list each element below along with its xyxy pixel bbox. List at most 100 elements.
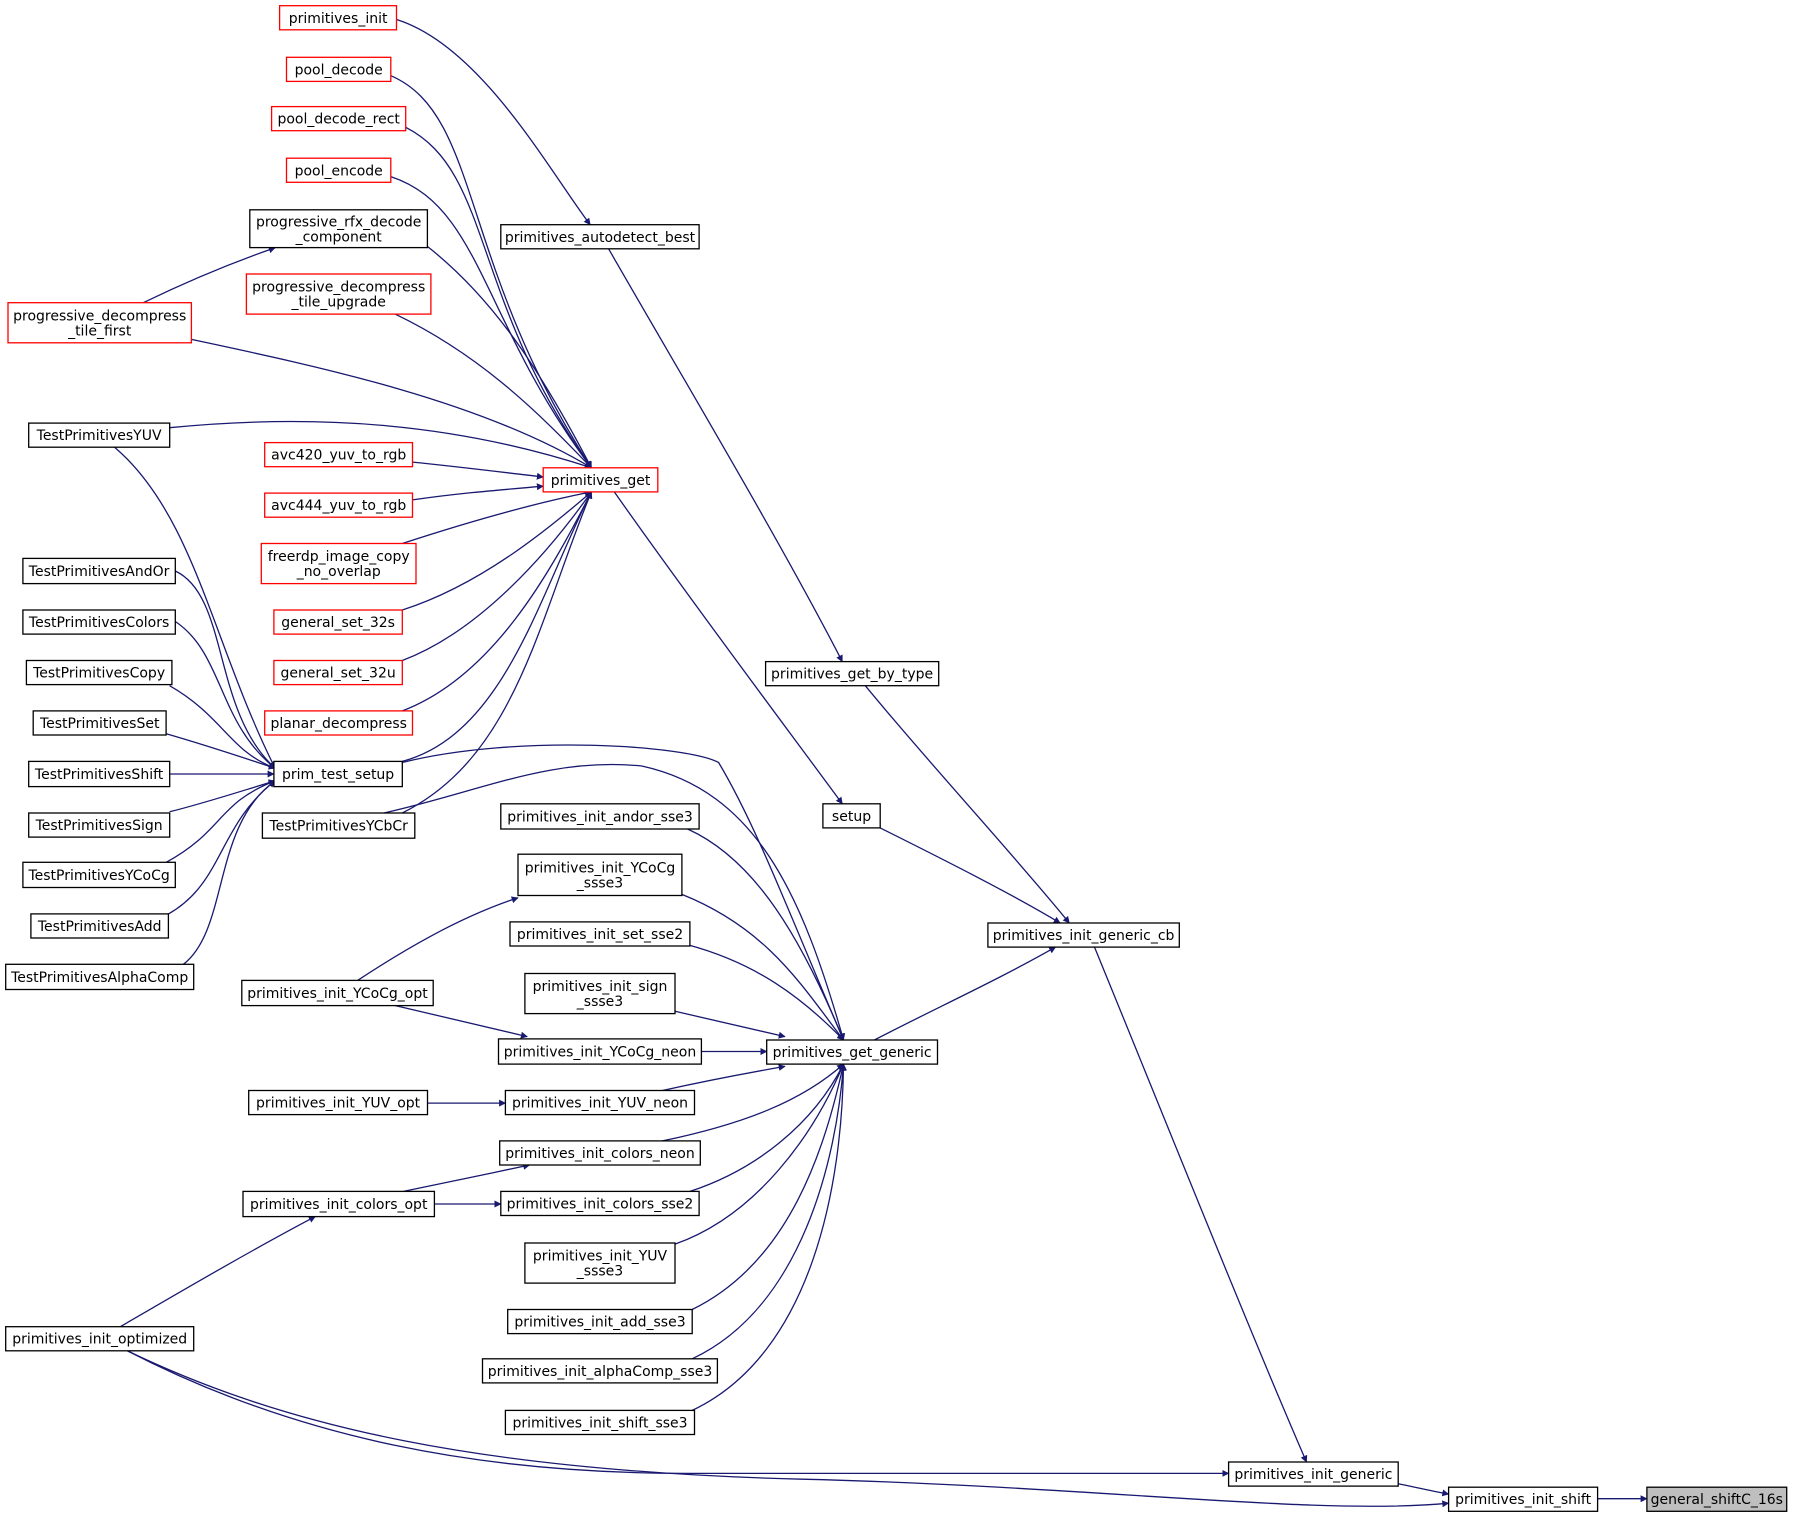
edge-primitives_init_optimized-to-primitives_init_generic [126, 1350, 1230, 1477]
node-box [500, 1190, 700, 1217]
edge-primitives_init_generic-to-primitives_init_shift [1398, 1483, 1450, 1497]
node-label: primitives_init_shift [1455, 1492, 1592, 1508]
node-TestPrimitivesSet[interactable]: TestPrimitivesSet [32, 710, 167, 736]
node-general_shiftC_16s: general_shiftC_16s [1646, 1486, 1788, 1512]
node-planar_decompress[interactable]: planar_decompress [264, 710, 414, 736]
edge-pool_decode-to-primitives_get [390, 75, 592, 469]
node-pool_decode_rect[interactable]: pool_decode_rect [270, 105, 407, 132]
node-primitives_init_colors_sse2[interactable]: primitives_init_colors_sse2 [500, 1190, 700, 1217]
node-box [32, 710, 167, 736]
node-box [499, 1140, 701, 1166]
node-primitives_init_optimized[interactable]: primitives_init_optimized [5, 1326, 195, 1352]
node-primitives_init_andor_sse3[interactable]: primitives_init_andor_sse3 [500, 803, 700, 830]
edge-planar_decompress-to-primitives_get [402, 491, 592, 712]
node-primitives_init_shift[interactable]: primitives_init_shift [1447, 1486, 1599, 1512]
node-label: avc420_yuv_to_rgb [271, 448, 406, 464]
edge-primitives_init_colors_opt-to-primitives_init_colors_neon [403, 1162, 531, 1193]
node-label: _ssse3 [576, 994, 623, 1010]
edge-primitives_init_YUV_neon-to-primitives_get_generic [662, 1064, 786, 1092]
edge-primitives_init_shift_sse3-to-primitives_get_generic [691, 1063, 847, 1411]
node-pool_decode[interactable]: pool_decode [285, 56, 392, 83]
edge-TestPrimitivesSet-to-prim_test_setup [166, 733, 276, 770]
node-avc444_yuv_to_rgb[interactable]: avc444_yuv_to_rgb [264, 492, 414, 518]
node-primitives_init_YCoCg_neon[interactable]: primitives_init_YCoCg_neon [497, 1038, 703, 1065]
node-TestPrimitivesAdd[interactable]: TestPrimitivesAdd [30, 913, 170, 939]
edge-TestPrimitivesYCoCg-to-prim_test_setup [165, 779, 276, 863]
node-primitives_init_shift_sse3[interactable]: primitives_init_shift_sse3 [504, 1409, 696, 1436]
node-freerdp_image_copy_no_overlap[interactable]: freerdp_image_copy_no_overlap [260, 542, 417, 585]
node-TestPrimitivesSign[interactable]: TestPrimitivesSign [28, 812, 171, 838]
node-primitives_init_colors_neon[interactable]: primitives_init_colors_neon [499, 1140, 701, 1166]
node-general_set_32u[interactable]: general_set_32u [273, 659, 403, 686]
edge-progressive_rfx_decode_component-to-primitives_get [427, 245, 592, 469]
node-TestPrimitivesAlphaComp[interactable]: TestPrimitivesAlphaComp [5, 963, 195, 991]
node-progressive_rfx_decode_component[interactable]: progressive_rfx_decode_component [249, 209, 429, 249]
node-progressive_decompress_tile_first[interactable]: progressive_decompress_tile_first [7, 302, 193, 344]
node-label: primitives_init_set_sse2 [517, 927, 683, 943]
node-box [1227, 1461, 1399, 1487]
edge-progressive_decompress_tile_upgrade-to-primitives_get [395, 313, 592, 469]
node-primitives_init_YUV_neon[interactable]: primitives_init_YUV_neon [504, 1089, 696, 1116]
node-box [285, 56, 392, 83]
edge-pool_decode_rect-to-primitives_get [405, 126, 592, 469]
node-label: primitives_init_add_sse3 [514, 1315, 685, 1331]
node-label: planar_decompress [270, 716, 407, 732]
nodes-layer: general_shiftC_16s primitives_init_shift p… [5, 5, 1788, 1512]
node-TestPrimitivesShift[interactable]: TestPrimitivesShift [28, 760, 171, 788]
node-label: primitives_init_YUV_opt [256, 1096, 421, 1112]
node-general_set_32s[interactable]: general_set_32s [273, 609, 403, 635]
node-primitives_init_YUV_opt[interactable]: primitives_init_YUV_opt [248, 1089, 429, 1116]
edge-primitives_init_generic_cb-to-primitives_init_generic [1093, 946, 1308, 1463]
node-box [28, 422, 171, 448]
node-prim_test_setup[interactable]: prim_test_setup [273, 760, 403, 788]
node-primitives_autodetect_best[interactable]: primitives_autodetect_best [500, 224, 700, 250]
node-setup[interactable]: setup [822, 803, 881, 829]
node-box [264, 710, 414, 736]
node-primitives_init_sign_ssse3[interactable]: primitives_init_sign_ssse3 [524, 972, 676, 1015]
node-label: primitives_init_generic [1234, 1467, 1392, 1483]
edge-setup-to-primitives_init_generic_cb [879, 827, 1061, 924]
node-primitives_get[interactable]: primitives_get [542, 467, 659, 493]
edge-primitives_autodetect_best-to-primitives_get_by_type [608, 248, 843, 663]
node-box [517, 853, 683, 897]
node-primitives_init_colors_opt[interactable]: primitives_init_colors_opt [242, 1190, 436, 1218]
node-label: _tile_upgrade [291, 295, 386, 311]
node-label: setup [832, 809, 871, 825]
node-label: primitives_init_colors_opt [250, 1197, 428, 1213]
node-primitives_get_by_type[interactable]: primitives_get_by_type [764, 660, 940, 687]
edge-TestPrimitivesYCbCr-to-primitives_get [402, 491, 593, 814]
node-box [245, 273, 432, 315]
node-TestPrimitivesAndOr[interactable]: TestPrimitivesAndOr [22, 557, 176, 585]
node-label: TestPrimitivesYCoCg [27, 868, 169, 884]
node-primitives_get_generic[interactable]: primitives_get_generic [766, 1039, 939, 1065]
node-primitives_init_generic[interactable]: primitives_init_generic [1227, 1461, 1399, 1487]
edge-general_set_32u-to-primitives_get [402, 491, 592, 662]
node-label: TestPrimitivesAdd [37, 919, 162, 935]
node-primitives_init_add_sse3[interactable]: primitives_init_add_sse3 [507, 1308, 693, 1335]
node-box [5, 1326, 195, 1352]
node-primitives_init_YCoCg_opt[interactable]: primitives_init_YCoCg_opt [241, 979, 434, 1007]
node-TestPrimitivesColors[interactable]: TestPrimitivesColors [22, 609, 176, 635]
edge-primitives_init_optimized-to-primitives_init_colors_opt [119, 1216, 316, 1328]
node-label: primitives_get_by_type [771, 667, 933, 683]
node-primitives_init_alphaComp_sse3[interactable]: primitives_init_alphaComp_sse3 [481, 1358, 719, 1384]
edge-general_set_32s-to-primitives_get [402, 491, 592, 611]
node-progressive_decompress_tile_upgrade[interactable]: progressive_decompress_tile_upgrade [245, 273, 432, 315]
node-TestPrimitivesYUV[interactable]: TestPrimitivesYUV [28, 422, 171, 448]
node-primitives_init[interactable]: primitives_init [278, 5, 398, 31]
node-primitives_init_YCoCg_ssse3[interactable]: primitives_init_YCoCg_ssse3 [517, 853, 683, 897]
node-pool_encode[interactable]: pool_encode [285, 157, 392, 183]
node-label: TestPrimitivesColors [28, 615, 169, 631]
node-primitives_init_set_sse2[interactable]: primitives_init_set_sse2 [509, 921, 691, 947]
node-avc420_yuv_to_rgb[interactable]: avc420_yuv_to_rgb [264, 441, 414, 468]
edge-primitives_init_colors_neon-to-primitives_get_generic [662, 1063, 845, 1142]
node-TestPrimitivesYCbCr[interactable]: TestPrimitivesYCbCr [261, 812, 416, 839]
node-primitives_init_YUV_ssse3[interactable]: primitives_init_YUV_ssse3 [524, 1242, 676, 1284]
node-TestPrimitivesYCoCg[interactable]: TestPrimitivesYCoCg [22, 861, 176, 889]
edge-primitives_get_by_type-to-primitives_init_generic_cb [864, 685, 1070, 924]
node-label: _no_overlap [296, 564, 381, 580]
node-primitives_init_generic_cb[interactable]: primitives_init_generic_cb [987, 922, 1180, 948]
node-label: pool_decode [295, 62, 383, 78]
node-TestPrimitivesCopy[interactable]: TestPrimitivesCopy [25, 659, 173, 686]
